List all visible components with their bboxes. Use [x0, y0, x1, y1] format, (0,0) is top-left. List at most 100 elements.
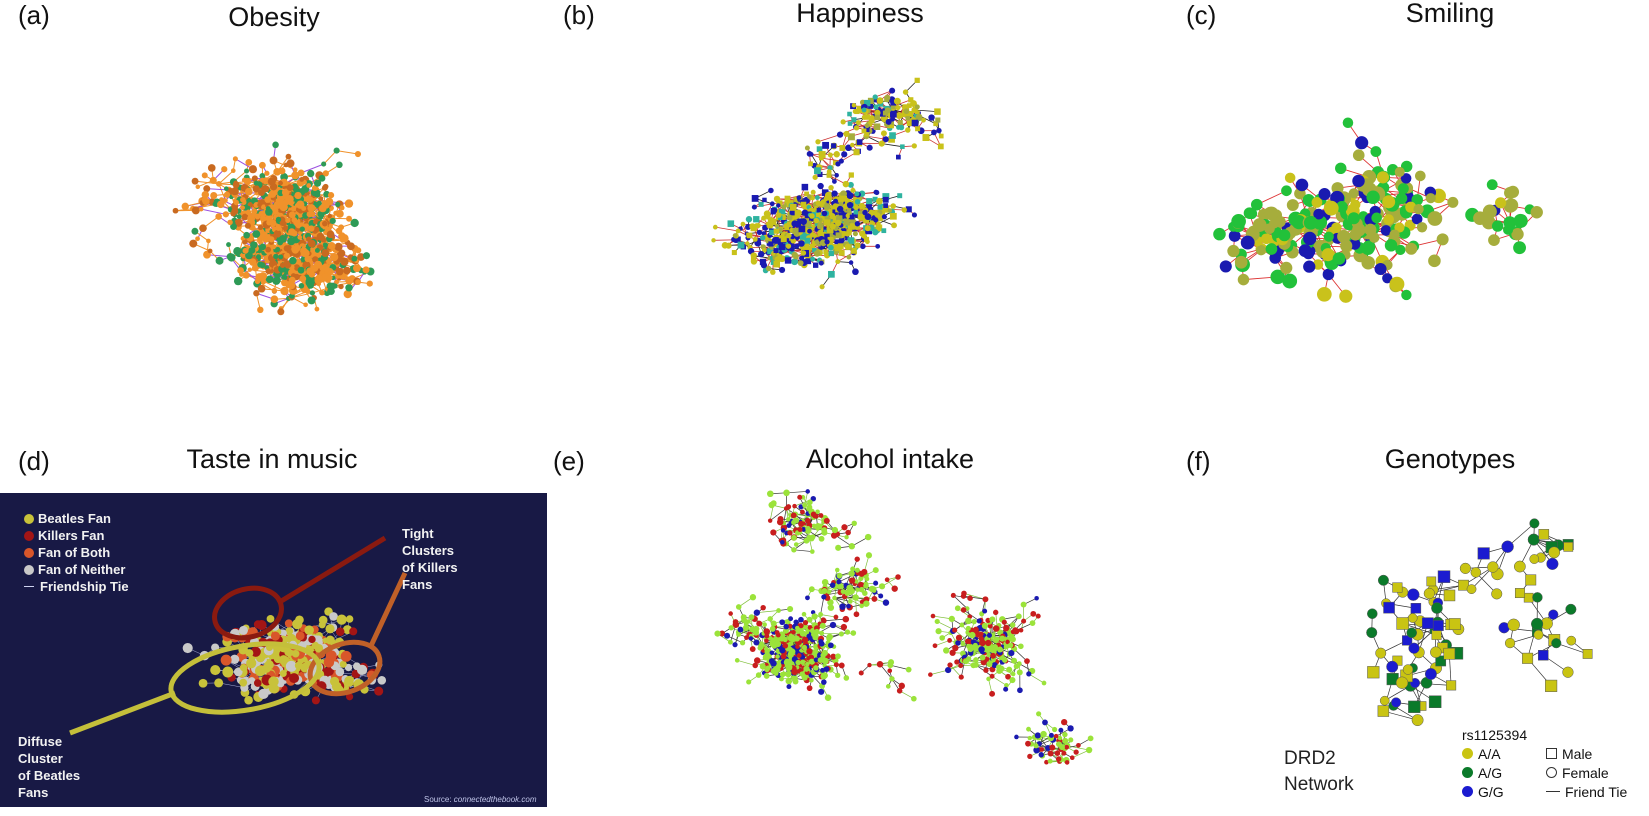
person-node	[259, 243, 267, 251]
person-node	[289, 256, 297, 265]
person-node	[820, 199, 826, 204]
person-node	[884, 94, 891, 101]
person-node	[1240, 235, 1255, 250]
person-node	[807, 194, 812, 199]
person-node	[823, 203, 831, 210]
person-node	[821, 210, 828, 217]
music-network	[69, 535, 408, 736]
person-node	[278, 234, 287, 243]
person-node-square	[826, 231, 833, 238]
person-node	[776, 203, 781, 208]
person-node	[1282, 273, 1298, 289]
person-node-square	[823, 249, 829, 255]
person-node	[1331, 222, 1342, 233]
person-node	[1347, 212, 1360, 225]
person-node	[326, 274, 333, 281]
person-node	[910, 100, 917, 108]
person-node-square	[882, 196, 889, 203]
person-node	[297, 266, 305, 274]
person-node	[306, 196, 314, 203]
person-node	[798, 240, 805, 247]
person-node	[275, 216, 282, 223]
person-node	[1303, 215, 1318, 230]
person-node	[329, 252, 339, 262]
person-node	[1278, 229, 1291, 242]
friendship-edge	[879, 195, 900, 202]
person-node	[333, 147, 340, 154]
person-node	[233, 199, 240, 206]
person-node	[254, 213, 261, 220]
friendship-edge	[336, 150, 359, 155]
person-node-square	[824, 233, 830, 240]
person-node	[308, 635, 316, 644]
person-node-square	[773, 248, 779, 253]
person-node	[1503, 224, 1514, 235]
person-node	[931, 129, 937, 136]
person-node-square	[847, 121, 853, 126]
person-node	[1311, 197, 1323, 208]
person-node	[864, 123, 870, 129]
person-node	[181, 202, 189, 211]
person-node	[1265, 243, 1278, 255]
beatles-pointer-line	[69, 690, 176, 736]
person-node	[308, 270, 316, 278]
person-node	[915, 113, 923, 121]
person-node-square	[786, 221, 793, 228]
person-node	[322, 242, 329, 248]
person-node-square	[798, 225, 806, 233]
person-node	[306, 211, 313, 218]
person-node	[833, 151, 840, 158]
person-node-square	[773, 228, 779, 234]
person-node-square	[869, 117, 875, 124]
person-node	[273, 229, 282, 238]
person-node	[291, 171, 300, 180]
person-node	[846, 254, 852, 260]
nodes-group	[172, 141, 375, 316]
person-node	[318, 196, 324, 201]
person-node	[304, 255, 311, 263]
person-node	[295, 631, 305, 641]
person-node	[827, 165, 833, 171]
person-node-square	[818, 151, 826, 159]
person-node	[280, 205, 285, 211]
person-node-square	[881, 228, 887, 234]
person-node	[852, 268, 859, 276]
person-node	[314, 191, 321, 198]
person-node	[288, 228, 296, 236]
person-node	[301, 249, 310, 258]
person-node	[848, 260, 854, 265]
person-node-square	[841, 195, 847, 202]
person-node	[242, 247, 249, 254]
person-node	[895, 105, 901, 111]
person-node	[1332, 252, 1346, 265]
person-node	[335, 667, 345, 677]
person-node	[265, 234, 271, 239]
person-node	[1274, 215, 1286, 228]
person-node-square	[819, 155, 824, 161]
person-node-square	[890, 110, 897, 118]
person-node	[199, 224, 207, 233]
person-node-square	[815, 220, 821, 226]
person-node	[1228, 230, 1241, 242]
person-node	[1389, 276, 1405, 292]
friendship-edge	[866, 135, 886, 140]
person-node	[840, 190, 848, 198]
panel-title-taste-in-music: Taste in music	[186, 444, 358, 474]
person-node	[1411, 213, 1423, 225]
panel-title-alcohol-intake: Alcohol intake	[805, 444, 975, 474]
person-node-square	[897, 193, 903, 199]
person-node	[1295, 178, 1309, 192]
panel-title-smiling: Smiling	[1405, 0, 1495, 28]
person-node	[721, 242, 729, 249]
person-node	[842, 180, 850, 188]
person-node	[297, 169, 305, 177]
person-node	[201, 190, 210, 199]
person-node-square	[789, 203, 797, 211]
person-node	[771, 236, 779, 244]
person-node	[848, 133, 854, 139]
person-node-square	[915, 126, 921, 132]
person-node	[345, 276, 354, 285]
person-node	[334, 242, 343, 251]
person-node	[819, 284, 825, 290]
person-node	[807, 228, 812, 234]
